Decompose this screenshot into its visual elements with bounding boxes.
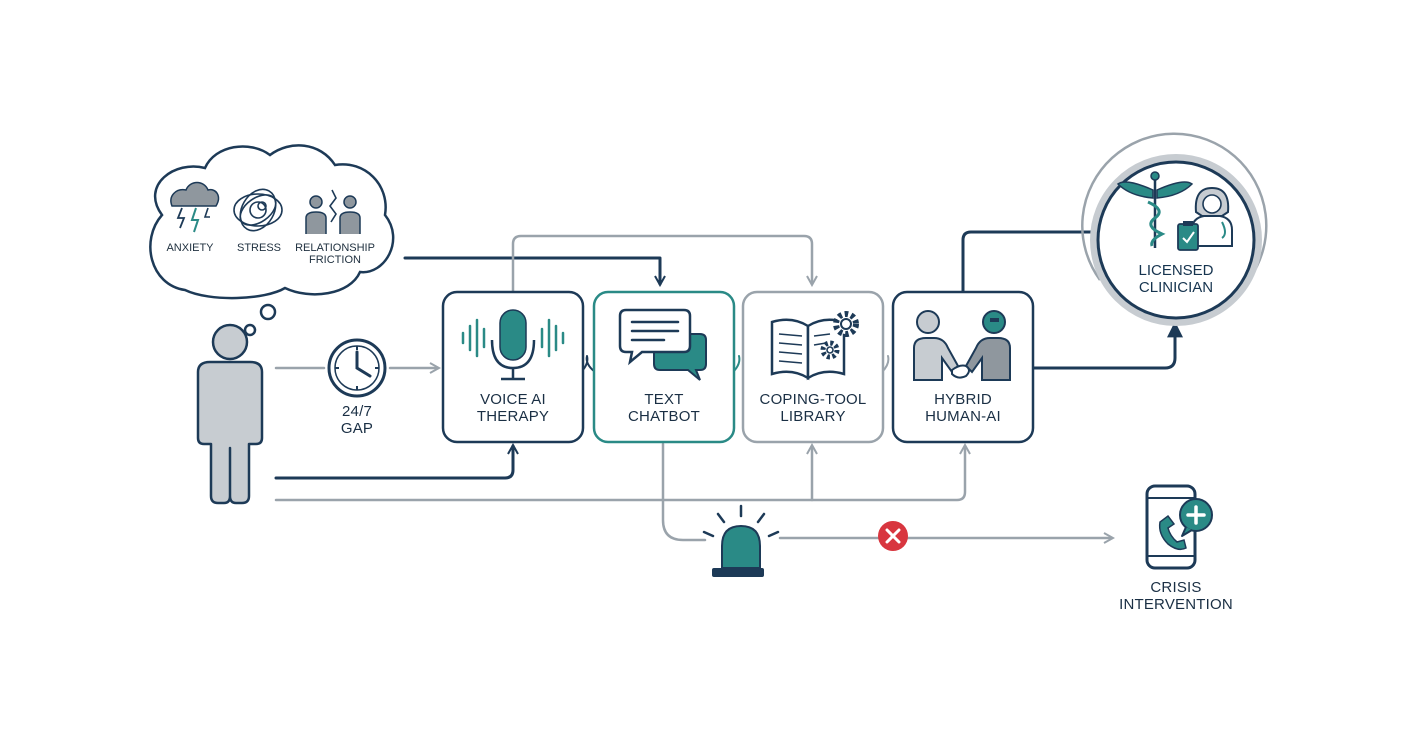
gap-label: 24/7 GAP: [340, 403, 374, 437]
handshake-human-robot-icon: [913, 310, 1011, 381]
storm-cloud-icon: [170, 181, 220, 233]
clock-icon: [327, 338, 387, 398]
alarm-beacon-icon: [702, 504, 780, 577]
voice-ai-therapy-label: VOICE AI THERAPY: [476, 391, 550, 425]
connector-arch-to-coping-library: [511, 234, 812, 294]
crisis-intervention-label: CRISIS INTERVENTION: [1119, 579, 1233, 613]
stress-label: STRESS: [236, 242, 281, 254]
crisis-phone-icon: [1145, 484, 1213, 570]
clinician-doctor-icon: [1177, 186, 1233, 251]
connector-text-to-alarm: [661, 442, 707, 542]
microphone-icon: [461, 309, 565, 381]
text-chatbot-label: TEXT CHATBOT: [628, 391, 700, 425]
tangle-icon: [233, 188, 283, 232]
connector-cloud-to-text-chatbot: [403, 256, 660, 284]
thought-cloud: [149, 144, 395, 337]
anxiety-label: ANXIETY: [166, 242, 214, 254]
chat-bubbles-icon: [618, 308, 707, 381]
joint-voice-text: [580, 355, 596, 373]
caduceus-icon: [1116, 171, 1194, 248]
connector-person-to-hybrid: [274, 446, 965, 502]
relationship-friction-label: RELATIONSHIP FRICTION: [295, 242, 375, 267]
relationship-friction-icon: [305, 189, 361, 234]
licensed-clinician-label: LICENSED CLINICIAN: [1138, 262, 1214, 296]
hybrid-human-ai-label: HYBRID HUMAN-AI: [925, 391, 1001, 425]
coping-tool-library-label: COPING-TOOL LIBRARY: [759, 391, 867, 425]
book-gears-icon: [770, 311, 859, 381]
blocked-x-icon: [878, 521, 908, 551]
connector-person-to-voice: [274, 446, 513, 480]
person-figure: [196, 323, 264, 505]
connectors: [274, 230, 1183, 542]
connector-hybrid-to-clinician-top: [961, 230, 1094, 294]
connector-hybrid-to-clinician-right: [1032, 321, 1183, 370]
